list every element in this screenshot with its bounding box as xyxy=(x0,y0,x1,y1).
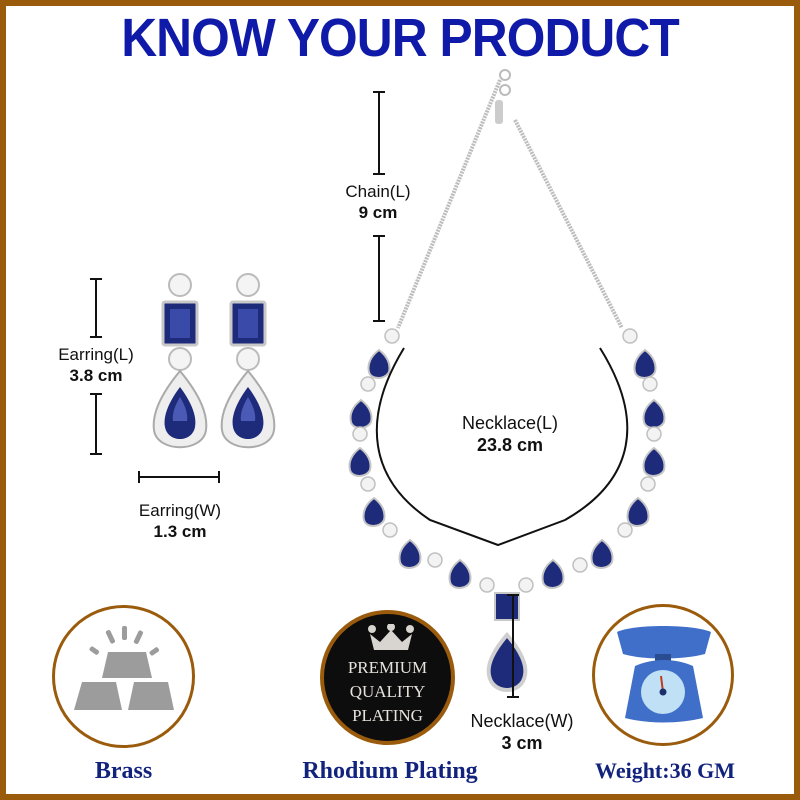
weighing-scale-icon xyxy=(617,626,711,723)
earring-width-label: Earring(W) 1.3 cm xyxy=(138,501,222,541)
necklace-length-label: Necklace(L) 23.8 cm xyxy=(461,413,559,455)
earring-width-line xyxy=(138,471,220,483)
badge-line-1: PREMIUM xyxy=(347,658,428,677)
chain-length-line-bottom xyxy=(373,235,385,322)
chain-length-label: Chain(L) 9 cm xyxy=(345,182,411,222)
crown-icon xyxy=(368,624,414,650)
necklace-length-curve xyxy=(375,347,629,547)
weight-feature-circle xyxy=(592,604,734,746)
rhodium-plating-caption: Rhodium Plating xyxy=(302,758,478,784)
brass-caption: Brass xyxy=(94,758,153,784)
earring-left xyxy=(152,273,208,449)
page-title: KNOW YOUR PRODUCT xyxy=(121,8,679,68)
earring-right xyxy=(220,273,276,449)
earring-length-line-top xyxy=(90,278,102,338)
earrings-image xyxy=(152,273,276,449)
necklace-width-line xyxy=(507,594,519,698)
brass-feature-circle xyxy=(52,605,195,748)
badge-line-3: PLATING xyxy=(352,706,423,725)
earring-length-line-bottom xyxy=(90,393,102,455)
brass-bars-icon xyxy=(74,626,174,710)
chain-length-line-top xyxy=(373,91,385,175)
earring-length-label: Earring(L) 3.8 cm xyxy=(58,345,134,385)
badge-line-2: QUALITY xyxy=(349,682,426,701)
necklace-width-label: Necklace(W) 3 cm xyxy=(470,711,574,753)
necklace-image xyxy=(348,69,666,692)
weight-caption: Weight:36 GM xyxy=(595,758,735,783)
premium-quality-badge: PREMIUM QUALITY PLATING xyxy=(320,610,455,745)
